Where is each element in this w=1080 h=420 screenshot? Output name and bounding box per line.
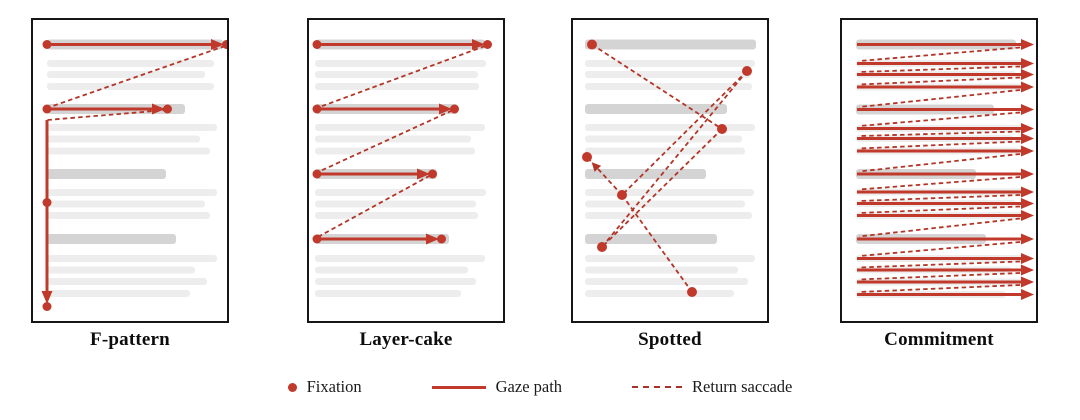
panel-layer-cake [307, 18, 505, 323]
legend-item-gaze-path: Gaze path [431, 377, 563, 397]
spotted-figure [582, 39, 756, 297]
legend-item-return-saccade: Return saccade [632, 377, 792, 397]
layer-cake-figure [312, 39, 492, 297]
fixation-dot-icon [287, 382, 297, 392]
commitment-figure [856, 39, 1034, 300]
panel-title-spotted: Spotted [638, 329, 702, 350]
gaze-path-line-icon [431, 385, 486, 389]
legend-return-saccade-label: Return saccade [692, 377, 793, 396]
legend-fixation-label: Fixation [306, 377, 362, 396]
panel-f-pattern [31, 18, 229, 323]
legend: Fixation Gaze path Return saccade [0, 377, 1080, 397]
panel-commitment [840, 18, 1038, 323]
return-saccade-line-icon [632, 386, 683, 388]
panel-title-layer-cake: Layer-cake [359, 329, 453, 350]
panel-title-f-pattern: F-pattern [90, 329, 170, 350]
f-pattern-figure [41, 39, 227, 311]
legend-gaze-path-label: Gaze path [495, 377, 563, 396]
panel-spotted [571, 18, 769, 323]
legend-item-fixation: Fixation [287, 377, 362, 397]
panel-title-commitment: Commitment [884, 329, 994, 350]
